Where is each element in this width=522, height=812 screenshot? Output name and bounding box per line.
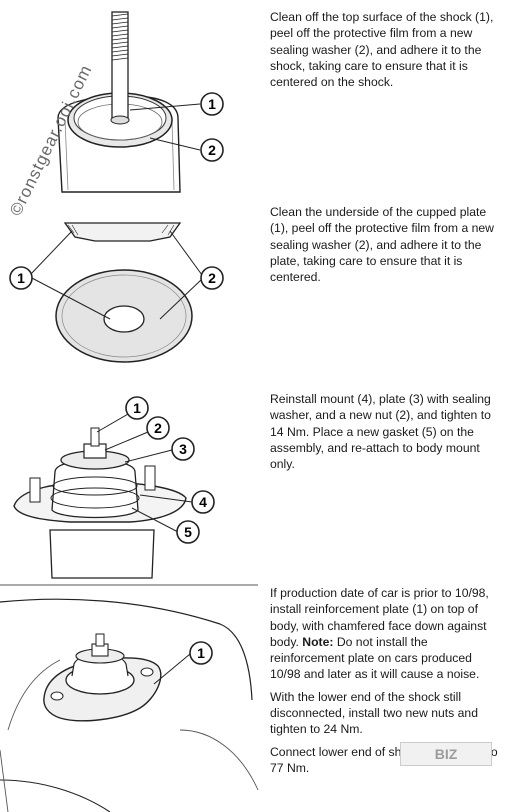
step-3-figure: 1 2 3 4 5 [13,396,215,579]
svg-text:1: 1 [17,270,25,286]
step-3-text: Reinstall mount (4), plate (3) with seal… [270,392,491,472]
callout-5: 5 [176,520,200,544]
svg-text:4: 4 [199,494,207,510]
step-1: 1 2 ©ronstgear.ooi.com Clean off the top… [0,0,522,219]
step-2: 1 2 Clean the underside of the cupped pl… [0,195,522,375]
svg-text:5: 5 [184,524,192,540]
step-4-para-2: With the lower end of the shock still di… [270,689,478,737]
step-4-text: If production date of car is prior to 10… [270,585,502,782]
step-1-text: Clean off the top surface of the shock (… [270,10,494,90]
svg-text:3: 3 [179,441,187,457]
callout-2: 2 [146,416,170,440]
step-4: 1 If production date of car is prior to … [0,580,522,812]
callout-1: 1 [200,92,224,116]
step-4-figure: 1 [0,584,259,812]
svg-text:2: 2 [208,142,216,158]
callout-3: 3 [171,437,195,461]
note-label: Note: [302,634,334,649]
svg-text:2: 2 [208,270,216,286]
svg-text:1: 1 [133,400,141,416]
step-4-text-a: If production date of car is prior to 10… [270,586,489,649]
step-2-text: Clean the underside of the cupped plate … [270,205,494,285]
step-4-text-b: Do not install the reinforcement plate o… [270,634,480,682]
callout-1: 1 [9,266,33,290]
svg-text:1: 1 [197,645,205,661]
svg-text:2: 2 [154,420,162,436]
svg-text:1: 1 [208,96,216,112]
stamp: BIZ [400,742,492,766]
step-2-figure: 1 2 [9,222,224,363]
callout-2: 2 [200,266,224,290]
callout-2: 2 [200,138,224,162]
step-3: 1 2 3 4 5 Reinstall mount (4), plate (3)… [0,390,522,580]
callout-1: 1 [189,641,213,665]
callout-4: 4 [191,490,215,514]
callout-1: 1 [125,396,149,420]
step-1-figure: 1 2 [57,11,224,193]
